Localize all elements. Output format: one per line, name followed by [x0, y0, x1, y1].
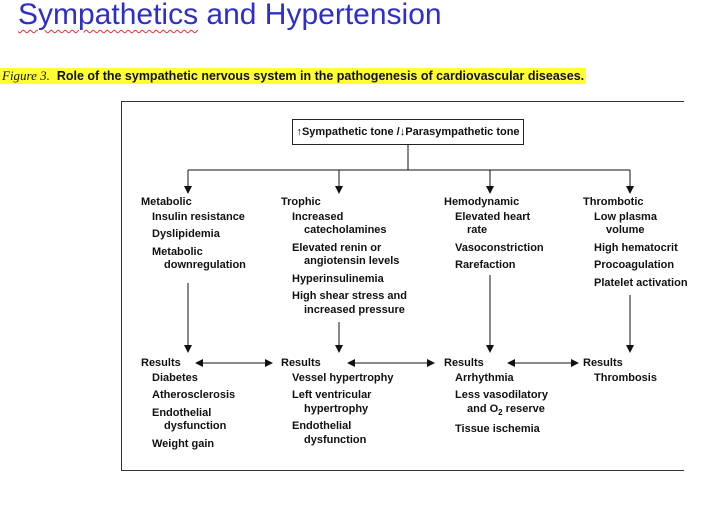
thrombotic-results-header: Results — [583, 357, 623, 369]
metabolic-header: Metabolic — [141, 196, 192, 208]
thrombotic-header: Thrombotic — [583, 196, 644, 208]
figure-label: Figure 3. — [2, 68, 50, 83]
trophic-header: Trophic — [281, 196, 321, 208]
title-part-rest: and Hypertension — [198, 0, 442, 31]
hemodynamic-result: Tissue ischemia — [455, 423, 540, 436]
hemodynamic-header: Hemodynamic — [444, 196, 520, 208]
thrombotic-item: Platelet activation — [594, 276, 688, 289]
thrombotic-item: Procoagulation — [594, 259, 675, 271]
hemodynamic-item: Vasoconstriction — [455, 241, 544, 254]
sympathetic-tone-box: ↑ Sympathetic tone / ↓ Parasympathetic t… — [292, 119, 524, 145]
trophic-item: Hyperinsulinemia — [292, 272, 384, 285]
caption-text: Role of the sympathetic nervous system i… — [56, 69, 585, 83]
metabolic-block: Metabolic Insulin resistance Dyslipidemi… — [141, 196, 246, 277]
thrombotic-result: Thrombosis — [594, 371, 657, 384]
up-arrow: ↑ — [296, 126, 302, 138]
slide-title: Sympathetics and Hypertension — [18, 0, 442, 32]
metabolic-item: Insulin resistance — [152, 210, 245, 223]
metabolic-result: Atherosclerosis — [152, 389, 236, 401]
title-part-sympathetics: Sympathetics — [18, 0, 199, 31]
metabolic-results-header: Results — [141, 357, 181, 369]
metabolic-result: Weight gain — [152, 437, 215, 450]
o2-subscript: 2 — [498, 407, 503, 417]
hemodynamic-results-header: Results — [444, 357, 484, 369]
trophic-results-block: Results Vessel hypertrophy Left ventricu… — [281, 357, 394, 451]
figure-caption: Figure 3. Role of the sympathetic nervou… — [0, 66, 587, 86]
sympathetic-tone-text: Sympathetic tone / — [301, 126, 400, 138]
parasympathetic-tone-text: Parasympathetic tone — [405, 126, 520, 138]
hemodynamic-result: Arrhythmia — [455, 371, 514, 384]
diagram-frame — [121, 101, 684, 471]
down-arrow: ↓ — [399, 126, 406, 138]
thrombotic-item: High hematocrit — [594, 241, 678, 254]
metabolic-item: Dyslipidemia — [152, 228, 220, 240]
trophic-results-header: Results — [281, 357, 321, 369]
thrombotic-results-block: Results Thrombosis — [583, 357, 657, 389]
metabolic-results-block: Results Diabetes Atherosclerosis Endothe… — [141, 357, 235, 455]
metabolic-result: Diabetes — [152, 371, 198, 384]
caption-highlight: Figure 3. Role of the sympathetic nervou… — [0, 68, 587, 84]
hemodynamic-item: Rarefaction — [455, 259, 516, 271]
trophic-result: Vessel hypertrophy — [292, 371, 394, 384]
